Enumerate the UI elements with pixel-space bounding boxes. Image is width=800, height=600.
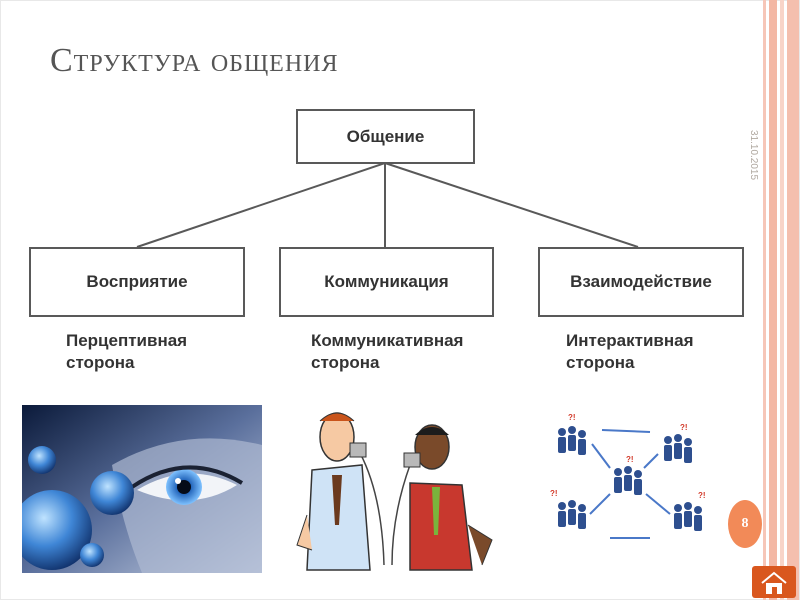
connector-line-left	[136, 162, 386, 248]
tin-can-phone-people-image	[296, 412, 493, 571]
question-mark-icon: ?!	[568, 413, 576, 422]
node-communication-box: Коммуникация	[279, 247, 494, 317]
caption-communicative: Коммуникативная сторона	[311, 331, 464, 372]
connector-line-right	[384, 162, 639, 248]
people-group-bottom-left	[558, 500, 586, 529]
decorative-stripe	[780, 0, 784, 600]
people-group-top-right	[664, 434, 692, 463]
caption-interactive: Интерактивная сторона	[566, 331, 694, 372]
caption-perceptive: Перцептивная сторона	[66, 331, 188, 372]
page-number-badge: 8	[728, 500, 762, 548]
decorative-stripe	[769, 0, 777, 600]
question-mark-icon: ?!	[626, 455, 634, 464]
people-group-bottom-right	[674, 502, 702, 531]
slide-title: Структура общения	[50, 42, 339, 79]
people-groups-interaction-image: ?! ?! ?! ?! ?!	[550, 413, 706, 539]
node-perception-box: Восприятие	[29, 247, 245, 317]
decorative-stripe	[787, 0, 799, 600]
question-mark-icon: ?!	[698, 491, 706, 500]
question-mark-icon: ?!	[550, 489, 558, 498]
people-group-center	[614, 466, 642, 495]
node-interaction-box: Взаимодействие	[538, 247, 744, 317]
root-node-box: Общение	[296, 109, 475, 164]
slide-date: 31.10.2015	[748, 130, 759, 181]
decorative-stripe	[763, 0, 766, 600]
eye-planets-image	[22, 405, 262, 573]
home-icon[interactable]	[752, 566, 796, 598]
people-group-top-left	[558, 426, 586, 455]
question-mark-icon: ?!	[680, 423, 688, 432]
